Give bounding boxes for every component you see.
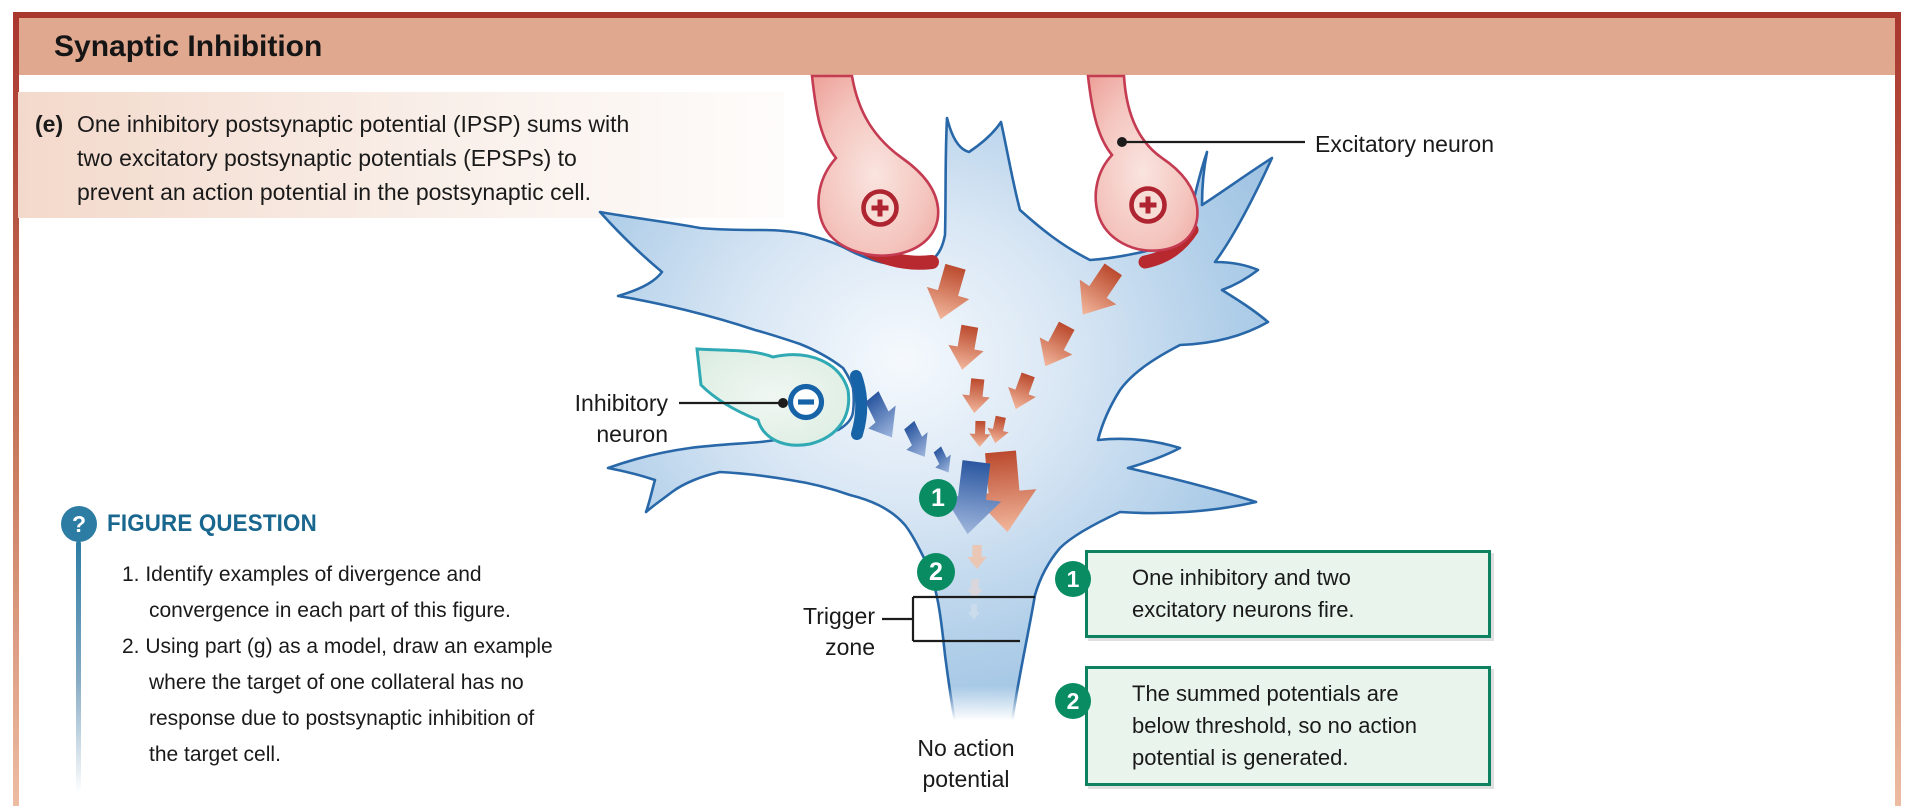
panel-caption: (e) One inhibitory postsynaptic potentia… [18, 92, 784, 218]
figure-question-item: where the target of one collateral has n… [149, 671, 524, 694]
caption-text: One inhibitory postsynaptic potential (I… [77, 111, 630, 205]
excitatory-leader-line [1117, 137, 1305, 147]
axon-fade [928, 686, 1020, 732]
frame-left-border [13, 12, 19, 806]
plus-icon [1129, 186, 1167, 224]
inhibitory-synapse [850, 370, 868, 440]
callout-number-2: 2 [1055, 683, 1091, 719]
figure-question-item: response due to postsynaptic inhibition … [149, 707, 535, 730]
figure-title: Synaptic Inhibition [54, 30, 323, 63]
figure-question-list: 1. Identify examples of divergence and c… [122, 557, 553, 773]
callout-box-2: The summed potentials are below threshol… [1085, 666, 1491, 786]
step-marker-2: 2 [917, 553, 955, 591]
excitatory-terminal-right [1086, 74, 1199, 252]
frame-right-border [1895, 12, 1901, 806]
inhibitory-leader-line [679, 398, 788, 408]
header-bar: Synaptic Inhibition [19, 18, 1895, 75]
inhibitory-terminal [695, 347, 851, 447]
figure-question-item: convergence in each part of this figure. [149, 599, 511, 622]
plus-icon [861, 189, 899, 227]
figure-question-heading: FIGURE QUESTION [107, 510, 317, 537]
panel-letter: (e) [35, 111, 64, 137]
figure-question-item: the target cell. [149, 743, 281, 766]
trigger-zone-marks [882, 595, 1035, 643]
figure-question-item: 2. Using part (g) as a model, draw an ex… [122, 635, 553, 658]
excitatory-neuron-label: Excitatory neuron [1315, 131, 1494, 157]
question-mark-icon: ? [61, 506, 97, 542]
figure-question-rule [76, 541, 81, 793]
no-action-potential-label: No action potential [917, 735, 1015, 792]
inhibitory-neuron-label: Inhibitory neuron [574, 390, 668, 447]
frame-top-border [13, 12, 1901, 18]
callout-box-1: One inhibitory and two excitatory neuron… [1085, 550, 1491, 638]
excitatory-terminal-left [810, 74, 940, 257]
step-marker-1: 1 [919, 479, 957, 517]
minus-icon [787, 383, 825, 421]
figure-question-item: 1. Identify examples of divergence and [122, 563, 482, 586]
callout-number-1: 1 [1055, 561, 1091, 597]
trigger-zone-label: Trigger zone [803, 603, 875, 660]
